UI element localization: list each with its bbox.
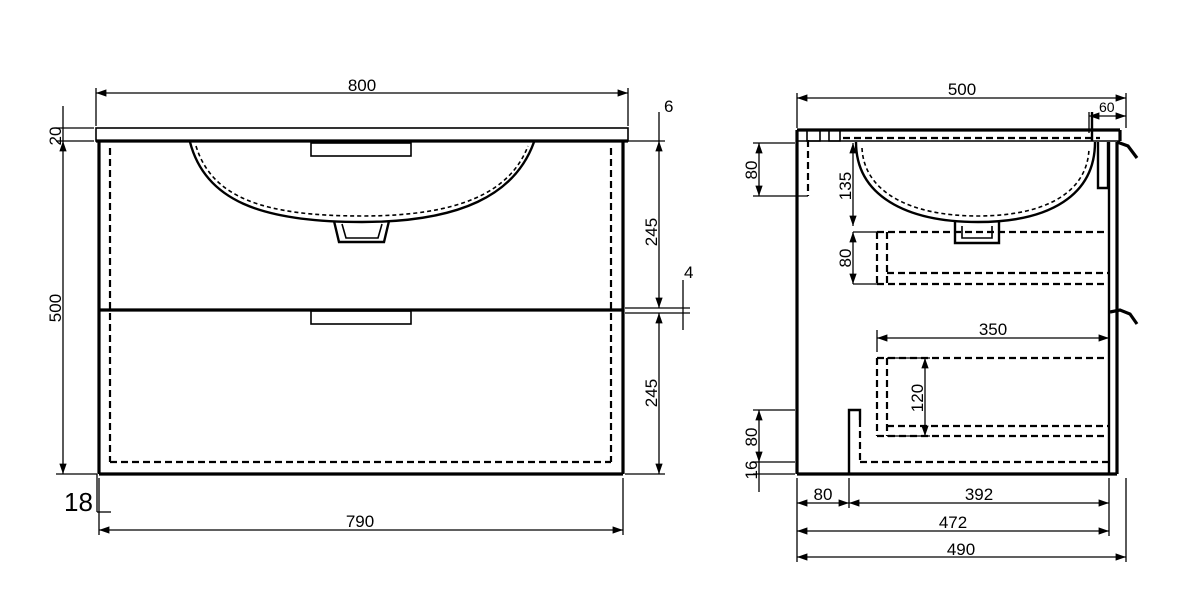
side-lower-drawer bbox=[858, 356, 1109, 464]
dim-total-depth: 490 bbox=[947, 540, 975, 559]
dim-drawer-upper: 245 bbox=[642, 218, 661, 246]
dim-shelf-height: 80 bbox=[836, 249, 855, 268]
side-basin bbox=[843, 136, 1100, 245]
front-basin bbox=[188, 141, 536, 244]
dim-inner-depth: 392 bbox=[965, 485, 993, 504]
dim-upper-left: 80 bbox=[742, 161, 761, 180]
upper-drawer-handle bbox=[310, 142, 412, 157]
dim-bottom-offset: 18 bbox=[64, 487, 93, 517]
dim-drawer-gap: 4 bbox=[684, 263, 693, 282]
dim-width-top: 800 bbox=[348, 76, 376, 95]
dim-drawer-lower: 245 bbox=[642, 379, 661, 407]
dim-inner-drawer-height: 120 bbox=[908, 384, 927, 412]
dim-depth-top: 500 bbox=[948, 80, 976, 99]
dim-width-body: 790 bbox=[346, 512, 374, 531]
front-view: 800 20 500 6 245 4 245 18 790 bbox=[46, 76, 693, 535]
dim-basin-depth: 135 bbox=[836, 172, 855, 200]
dim-plinth-height: 80 bbox=[742, 428, 761, 447]
side-upper-drawer bbox=[875, 230, 1109, 286]
dim-height: 500 bbox=[46, 294, 65, 322]
dim-top-overhang: 6 bbox=[664, 97, 673, 116]
dim-plinth-thickness: 16 bbox=[742, 461, 761, 480]
front-hidden-lines bbox=[108, 148, 613, 464]
side-carcass bbox=[795, 128, 1122, 476]
lower-drawer-handle bbox=[310, 310, 412, 325]
cabinet-body bbox=[97, 141, 625, 476]
dim-top-thickness: 20 bbox=[46, 127, 65, 146]
countertop bbox=[95, 127, 629, 142]
dim-carcass-depth: 472 bbox=[939, 513, 967, 532]
dim-plinth-setback: 80 bbox=[814, 485, 833, 504]
dim-rear-offset: 60 bbox=[1099, 99, 1115, 115]
dim-drawer-depth: 350 bbox=[979, 320, 1007, 339]
side-view: 500 60 80 135 80 350 120 80 bbox=[742, 80, 1139, 562]
